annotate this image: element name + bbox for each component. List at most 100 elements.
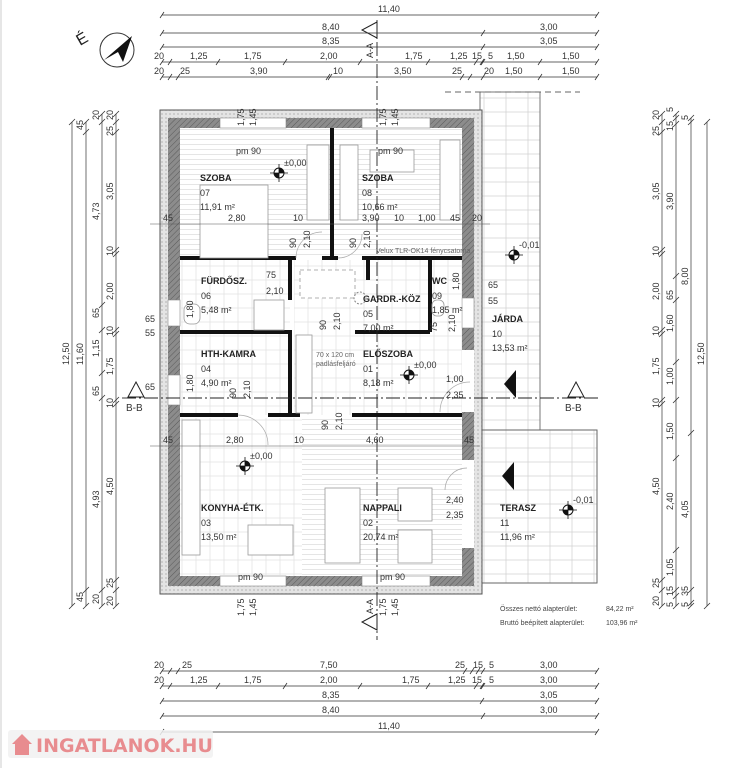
room-area: 20,74 m² xyxy=(363,532,399,542)
room-name: ELŐSZOBA xyxy=(363,348,414,359)
room-area: 11,96 m² xyxy=(500,532,535,542)
left-dimension-label: 12,50 xyxy=(61,342,71,365)
pantry-window-label: 1,80 xyxy=(185,374,195,392)
bottom-dimension-label: 3,05 xyxy=(540,690,558,700)
top-dimension-label: 3,90 xyxy=(250,66,268,76)
bottom-dimension-label: 3,00 xyxy=(540,660,558,670)
entry-door-height-label: 2,35 xyxy=(446,390,464,400)
interior-dimension-label: 1,00 xyxy=(418,213,436,223)
right-dimension-label: 15 xyxy=(665,586,675,596)
left-dimension-label: 25 xyxy=(105,578,115,588)
top-dimension-label: 11,40 xyxy=(378,4,400,14)
room-number: 07 xyxy=(200,188,210,198)
net-area-label: Összes nettó alapterület: xyxy=(500,605,577,613)
entrance-arrow-icon xyxy=(504,370,516,398)
right-dimension-label: 20 xyxy=(651,596,661,606)
level-marker-icon: ±0,00 xyxy=(400,360,436,384)
bottom-dimension-label: 15 xyxy=(472,675,482,685)
level-value: ±0,00 xyxy=(250,451,272,461)
right-dimension-label: 20 xyxy=(651,110,661,120)
left-dimension-label: 20 xyxy=(91,110,101,120)
interior-dimension-label: 45 xyxy=(450,213,460,223)
top-dimension-label: 2,00 xyxy=(320,51,338,61)
left-dimension-label: 65 xyxy=(91,386,101,396)
bottom-dimension-label: 3,00 xyxy=(540,675,558,685)
room-number: 02 xyxy=(363,518,373,528)
right-dimension-label: 12,50 xyxy=(696,342,706,365)
door-height-label: 2,10 xyxy=(362,230,372,248)
bottom-dimension-label: 8,40 xyxy=(322,705,340,715)
right-dimension-label: 3,05 xyxy=(651,182,661,200)
room-name: GARDR.-KÖZ xyxy=(363,294,421,304)
right-dimension-label: 5 xyxy=(680,602,690,607)
interior-dimension-label: 20 xyxy=(472,213,482,223)
furniture xyxy=(181,139,461,564)
bottom-dimension-label: 25 xyxy=(455,660,465,670)
top-dimension-label: 1,75 xyxy=(244,51,262,61)
top-dimension-label: 20 xyxy=(154,66,164,76)
side-dimension-label: 55 xyxy=(488,296,498,306)
bottom-dimension-label: 5 xyxy=(489,675,494,685)
door-height-label: 2,10 xyxy=(302,230,312,248)
left-dimension-label: 4,73 xyxy=(91,202,101,220)
window-height-label: 1,45 xyxy=(390,108,400,126)
left-dimension-label: 45 xyxy=(75,120,85,130)
left-dimension-label: 65 xyxy=(91,308,101,318)
left-dimension-label: 10 xyxy=(105,326,115,336)
bottom-dimension-label: 1,25 xyxy=(190,675,208,685)
top-dimension-label: 10 xyxy=(333,66,343,76)
interior-dimension-label: 10 xyxy=(293,213,303,223)
parapet-note: pm 90 xyxy=(378,146,403,156)
door-width-label: 90 xyxy=(288,238,298,248)
room-number: 06 xyxy=(201,291,211,301)
right-dimension-label: 1,05 xyxy=(665,558,675,576)
right-dimension-label: 65 xyxy=(665,290,675,300)
bottom-dimension-label: 1,25 xyxy=(448,675,466,685)
bottom-dimension-label: 20 xyxy=(154,660,164,670)
right-dimension-label: 1,75 xyxy=(651,357,661,375)
top-dimension-label: 1,25 xyxy=(450,51,468,61)
door-swings xyxy=(237,231,471,491)
door-height-label: 2,10 xyxy=(447,314,457,332)
room-name: SZOBA xyxy=(362,173,394,183)
side-dimension-label: 65 xyxy=(488,280,498,290)
room-area: 4,90 m² xyxy=(201,378,232,388)
room-number: 04 xyxy=(201,364,211,374)
right-dimension-label: 2,00 xyxy=(651,282,661,300)
door-height-label: 2,10 xyxy=(242,380,252,398)
window-width-label: 1,75 xyxy=(378,598,388,616)
right-dimension-label: 35 xyxy=(680,586,690,596)
right-dimension-label: 4,50 xyxy=(651,477,661,495)
interior-dimension-label: 4,60 xyxy=(366,435,384,445)
interior-dimension-label: 10 xyxy=(294,435,304,445)
section-a-label-top: A-A xyxy=(365,43,375,58)
door-width-label: 90 xyxy=(348,238,358,248)
right-dimension-label: 3,90 xyxy=(665,192,675,210)
window-height-label: 1,45 xyxy=(390,598,400,616)
left-dimension-label: 11,60 xyxy=(75,343,85,365)
right-dimension-label: 4,05 xyxy=(680,500,690,518)
side-dimension-label: 65 xyxy=(145,382,155,392)
left-dimension-label: 20 xyxy=(91,594,101,604)
window-width-label: 1,75 xyxy=(378,108,388,126)
left-dimension-label: 4,93 xyxy=(91,490,101,508)
level-value: ±0,00 xyxy=(284,158,306,168)
top-dimension-label: 25 xyxy=(452,66,462,76)
right-dimension-label: 15 xyxy=(665,121,675,131)
level-marker-icon: ±0,00 xyxy=(236,451,272,475)
top-dimension-label: 1,50 xyxy=(507,51,525,61)
bottom-dimension-label: 7,50 xyxy=(320,660,338,670)
bottom-dimension-label: 25 xyxy=(182,660,192,670)
right-dimension-label: 25 xyxy=(651,578,661,588)
left-dimension-label: 25 xyxy=(105,126,115,136)
left-dimension-label: 4,50 xyxy=(105,477,115,495)
bath-window-label: 1,80 xyxy=(185,300,195,318)
net-area-value: 84,22 m² xyxy=(606,606,634,613)
